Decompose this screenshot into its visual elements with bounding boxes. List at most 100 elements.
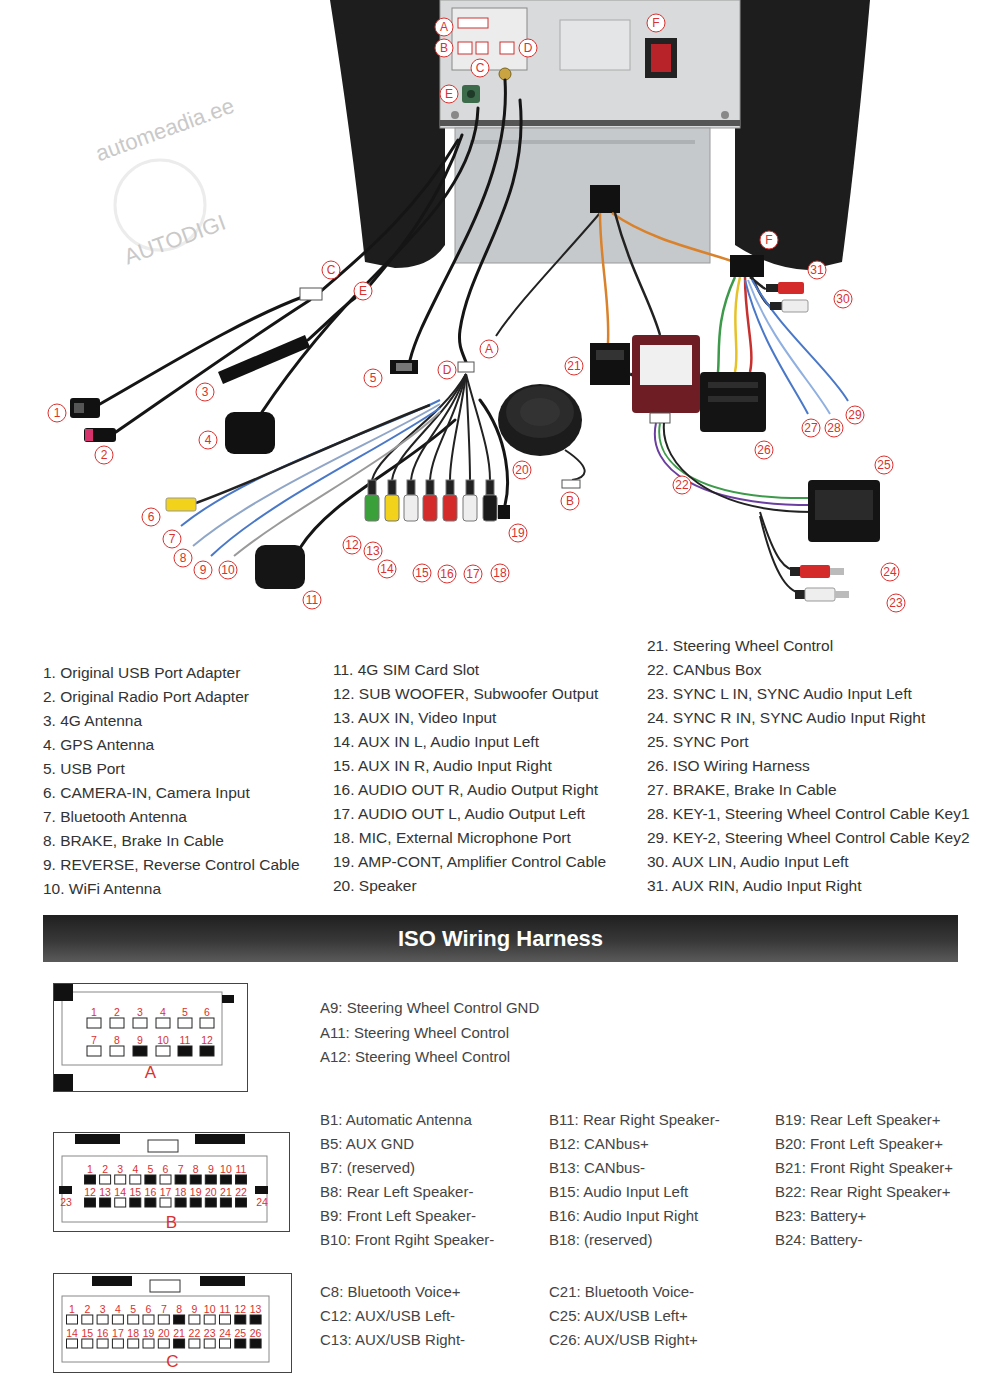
part-description: 13. AUX IN, Video Input bbox=[333, 709, 496, 727]
pin-number: 17 bbox=[160, 1187, 172, 1198]
pin-description: C13: AUX/USB Right- bbox=[320, 1331, 465, 1349]
pin-description: A12: Steering Wheel Control bbox=[320, 1048, 510, 1066]
pin-number: 23 bbox=[60, 1197, 72, 1208]
callout-number: 4 bbox=[199, 431, 218, 450]
pin-number: 2 bbox=[114, 1007, 120, 1018]
part-description: 14. AUX IN L, Audio Input Left bbox=[333, 733, 539, 751]
callout-number: 5 bbox=[364, 369, 383, 388]
pin-number: 7 bbox=[178, 1164, 184, 1175]
part-description: 18. MIC, External Microphone Port bbox=[333, 829, 571, 847]
callout-number: 15 bbox=[413, 564, 432, 583]
pin-number: 4 bbox=[115, 1304, 121, 1315]
part-description: 26. ISO Wiring Harness bbox=[647, 757, 810, 775]
pin-number: 6 bbox=[146, 1304, 152, 1315]
part-description: 19. AMP-CONT, Amplifier Control Cable bbox=[333, 853, 606, 871]
pin-number: 26 bbox=[250, 1328, 262, 1339]
pin-description: B18: (reserved) bbox=[549, 1231, 652, 1249]
pin-description: B1: Automatic Antenna bbox=[320, 1111, 472, 1129]
part-description: 16. AUDIO OUT R, Audio Output Right bbox=[333, 781, 598, 799]
callout-number: 29 bbox=[846, 406, 865, 425]
pin-description: C25: AUX/USB Left+ bbox=[549, 1307, 688, 1325]
pin-number: 3 bbox=[100, 1304, 106, 1315]
pin-number: 1 bbox=[69, 1304, 75, 1315]
pin-number: 7 bbox=[161, 1304, 167, 1315]
section-heading: ISO Wiring Harness bbox=[398, 926, 603, 952]
pin-number: 12 bbox=[84, 1187, 96, 1198]
part-description: 21. Steering Wheel Control bbox=[647, 637, 833, 655]
pin-number: 8 bbox=[176, 1304, 182, 1315]
callout-number: 30 bbox=[834, 290, 853, 309]
pin-number: 11 bbox=[236, 1164, 247, 1175]
callout-number: 7 bbox=[163, 530, 182, 549]
callout-number: 28 bbox=[825, 419, 844, 438]
part-description: 2. Original Radio Port Adapter bbox=[43, 688, 249, 706]
callout-number: 13 bbox=[364, 542, 383, 561]
pin-number: 18 bbox=[175, 1187, 187, 1198]
part-description: 24. SYNC R IN, SYNC Audio Input Right bbox=[647, 709, 925, 727]
pin-number: 4 bbox=[132, 1164, 138, 1175]
pin-number: 15 bbox=[81, 1328, 93, 1339]
pin-number: 5 bbox=[182, 1007, 188, 1018]
pin-number: 14 bbox=[66, 1328, 78, 1339]
pin-number: 3 bbox=[117, 1164, 123, 1175]
callout-number: 22 bbox=[673, 476, 692, 495]
part-description: 7. Bluetooth Antenna bbox=[43, 808, 187, 826]
callout-number: 12 bbox=[343, 536, 362, 555]
pin-number: 24 bbox=[219, 1328, 231, 1339]
pin-description: A11: Steering Wheel Control bbox=[320, 1024, 509, 1042]
part-description: 11. 4G SIM Card Slot bbox=[333, 661, 479, 679]
callout-number: 19 bbox=[509, 524, 528, 543]
pin-number: 22 bbox=[235, 1187, 247, 1198]
pin-number: 13 bbox=[99, 1187, 111, 1198]
part-description: 28. KEY-1, Steering Wheel Control Cable … bbox=[647, 805, 970, 823]
watermark: automeadia.ee bbox=[93, 94, 238, 166]
pin-number: 1 bbox=[87, 1164, 93, 1175]
callout-number: D bbox=[438, 361, 457, 380]
callout-number: 16 bbox=[438, 565, 457, 584]
part-description: 17. AUDIO OUT L, Audio Output Left bbox=[333, 805, 585, 823]
pin-number: 2 bbox=[84, 1304, 90, 1315]
pin-description: C12: AUX/USB Left- bbox=[320, 1307, 455, 1325]
callout-number: 31 bbox=[808, 261, 827, 280]
pin-number: 17 bbox=[112, 1328, 124, 1339]
pin-number: 20 bbox=[205, 1187, 217, 1198]
pin-description: B16: Audio Input Right bbox=[549, 1207, 698, 1225]
pin-description: B20: Front Left Speaker+ bbox=[775, 1135, 943, 1153]
part-description: 20. Speaker bbox=[333, 877, 417, 895]
pin-description: B12: CANbus+ bbox=[549, 1135, 649, 1153]
pin-description: C21: Bluetooth Voice- bbox=[549, 1283, 694, 1301]
pin-description: B9: Front Left Speaker- bbox=[320, 1207, 476, 1225]
pin-number: 21 bbox=[220, 1187, 232, 1198]
pin-number: 20 bbox=[158, 1328, 170, 1339]
connector-box: B bbox=[53, 1132, 290, 1232]
pin-number: 3 bbox=[137, 1007, 143, 1018]
callout-number: 20 bbox=[513, 461, 532, 480]
pin-number: 8 bbox=[193, 1164, 199, 1175]
connector-letter: A bbox=[54, 1063, 247, 1082]
part-description: 30. AUX LIN, Audio Input Left bbox=[647, 853, 849, 871]
callout-number: 25 bbox=[875, 456, 894, 475]
pin-number: 22 bbox=[189, 1328, 201, 1339]
pin-number: 12 bbox=[201, 1035, 213, 1046]
part-description: 1. Original USB Port Adapter bbox=[43, 664, 240, 682]
callout-number: F bbox=[647, 14, 666, 33]
pin-description: B22: Rear Right Speaker+ bbox=[775, 1183, 951, 1201]
callout-number: 14 bbox=[378, 560, 397, 579]
part-description: 22. CANbus Box bbox=[647, 661, 762, 679]
pin-number: 16 bbox=[97, 1328, 109, 1339]
pin-description: B24: Battery- bbox=[775, 1231, 863, 1249]
pin-number: 24 bbox=[256, 1197, 268, 1208]
part-description: 27. BRAKE, Brake In Cable bbox=[647, 781, 837, 799]
pin-number: 6 bbox=[163, 1164, 169, 1175]
callout-number: F bbox=[760, 231, 779, 250]
connector-box: A bbox=[53, 983, 248, 1092]
part-description: 12. SUB WOOFER, Subwoofer Output bbox=[333, 685, 598, 703]
callout-number: 23 bbox=[887, 594, 906, 613]
pin-description: B10: Front Rgiht Speaker- bbox=[320, 1231, 494, 1249]
part-description: 4. GPS Antenna bbox=[43, 736, 154, 754]
pin-number: 18 bbox=[127, 1328, 139, 1339]
pin-number: 7 bbox=[91, 1035, 97, 1046]
pin-number: 11 bbox=[220, 1304, 231, 1315]
pin-description: B21: Front Right Speaker+ bbox=[775, 1159, 953, 1177]
callout-number: 8 bbox=[174, 549, 193, 568]
